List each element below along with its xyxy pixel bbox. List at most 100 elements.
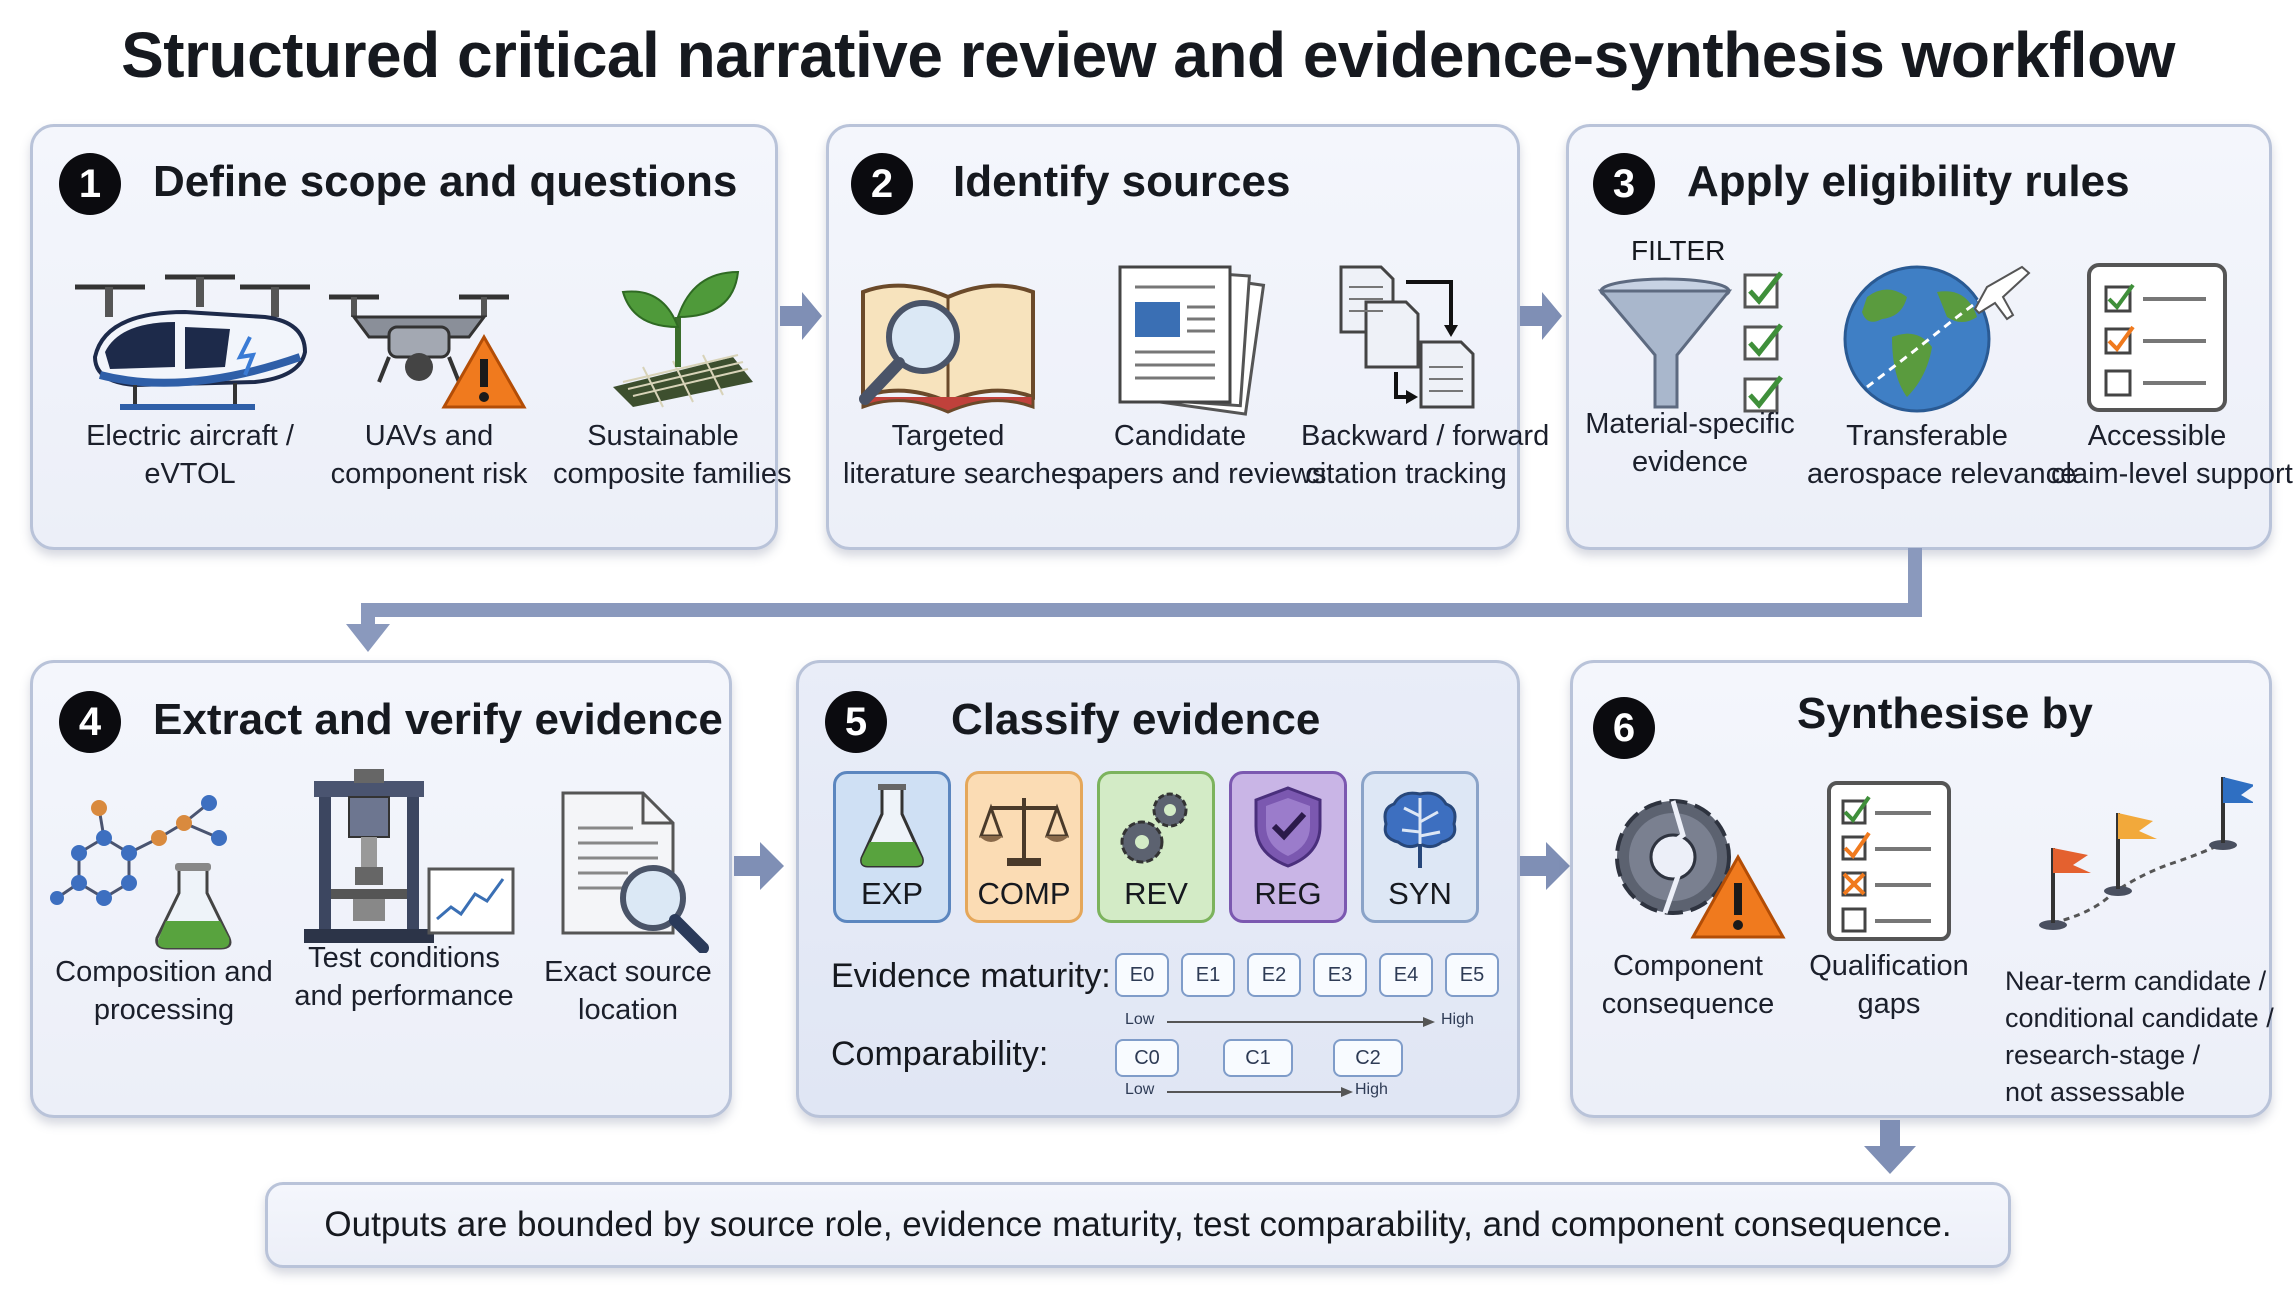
category-label: REV xyxy=(1124,876,1188,911)
arrow-right-4-to-5 xyxy=(734,842,784,890)
caption-line: citation tracking xyxy=(1305,458,1507,490)
item-caption: UAVs and component risk xyxy=(319,417,539,493)
step-1-number: 1 xyxy=(59,153,121,215)
citation-tracking-icon xyxy=(1339,265,1475,409)
caption-line: composite families xyxy=(553,458,792,490)
item-literature-search: Targeted literature searches xyxy=(843,257,1082,493)
comparability-low-label: Low xyxy=(1125,1081,1155,1098)
category-rev: REV xyxy=(1097,771,1215,923)
category-label: COMP xyxy=(977,876,1071,911)
plant-composite-icon xyxy=(613,270,753,408)
step-2-number: 2 xyxy=(851,153,913,215)
maturity-high-label: High xyxy=(1441,1011,1474,1028)
step-5-panel: 5 Classify evidence EXP COMP REV xyxy=(796,660,1520,1118)
step-2-title: Identify sources xyxy=(953,157,1291,206)
category-label: REG xyxy=(1254,876,1322,911)
maturity-chip-e5: E5 xyxy=(1445,953,1499,997)
caption-line: Backward / forward xyxy=(1301,420,1550,452)
category-reg: REG xyxy=(1229,771,1347,923)
item-caption: Backward / forward citation tracking xyxy=(1301,417,1549,493)
funnel-filter-icon xyxy=(1597,271,1783,413)
candidate-line: research-stage / xyxy=(2005,1040,2201,1070)
qualification-checklist-icon xyxy=(1827,781,1951,941)
caption-line: Test conditions xyxy=(308,942,500,974)
step-4-number: 4 xyxy=(59,691,121,753)
item-citation-tracking: Backward / forward citation tracking xyxy=(1301,257,1549,493)
item-composites: Sustainable composite families xyxy=(553,257,792,493)
comparability-chip-c2: C2 xyxy=(1333,1039,1403,1077)
maturity-chip-e3: E3 xyxy=(1313,953,1367,997)
arrow-right-2-to-3 xyxy=(1520,292,1562,340)
caption-line: Composition and xyxy=(55,956,273,988)
step-3-number: 3 xyxy=(1593,153,1655,215)
caption-line: aerospace relevance xyxy=(1807,458,2077,490)
category-exp: EXP xyxy=(833,771,951,923)
category-label: SYN xyxy=(1388,876,1452,911)
caption-line: Qualification xyxy=(1809,950,1969,982)
item-electric-aircraft: Electric aircraft /eVTOL xyxy=(65,257,315,493)
testing-machine-icon xyxy=(304,769,515,943)
item-caption: Composition and processing xyxy=(49,953,279,1029)
caption-line: Electric aircraft / xyxy=(86,420,294,452)
caption-line: Targeted xyxy=(891,420,1005,452)
item-caption: Component consequence xyxy=(1583,947,1793,1023)
scales-icon xyxy=(979,798,1069,866)
step-5-title: Classify evidence xyxy=(951,695,1321,744)
caption-line: UAVs and xyxy=(364,420,494,452)
step-4-panel: 4 Extract and verify evidence Compositio… xyxy=(30,660,732,1118)
book-magnifier-icon xyxy=(859,283,1035,414)
item-candidate-papers: Candidate papers and reviews xyxy=(1075,257,1326,493)
item-caption: Transferable aerospace relevance xyxy=(1807,417,2076,493)
arrow-right-5-to-6 xyxy=(1520,842,1570,890)
connector-3-to-4-arrow xyxy=(346,548,1922,652)
item-caption: Targeted literature searches xyxy=(843,417,1082,493)
evtol-aircraft-icon xyxy=(75,274,310,410)
step-6-panel: 6 Synthesise by Component consequence xyxy=(1570,660,2274,1118)
item-caption: Sustainable composite families xyxy=(553,417,792,493)
maturity-scale-arrow xyxy=(1167,1017,1435,1027)
category-label: EXP xyxy=(860,876,924,911)
caption-line: Sustainable xyxy=(587,420,739,452)
candidate-line: Near-term candidate / xyxy=(2005,966,2267,996)
arrow-down-to-footer xyxy=(1864,1120,1916,1174)
category-comp: COMP xyxy=(965,771,1083,923)
footer-summary: Outputs are bounded by source role, evid… xyxy=(265,1182,2011,1268)
maturity-low-label: Low xyxy=(1125,1011,1155,1028)
step-6-title: Synthesise by xyxy=(1797,689,2093,738)
caption-line: gaps xyxy=(1857,988,1921,1020)
category-syn: SYN xyxy=(1361,771,1479,923)
step-5-number: 5 xyxy=(825,691,887,753)
maturity-chip-e4: E4 xyxy=(1379,953,1433,997)
step-4-title: Extract and verify evidence xyxy=(153,695,723,744)
item-composition: Composition and processing xyxy=(49,783,279,1029)
brain-tree-icon xyxy=(1383,791,1457,868)
caption-line: Exact source xyxy=(544,956,712,988)
caption-line: Transferable xyxy=(1846,420,2008,452)
caption-line: claim-level support xyxy=(2051,458,2293,490)
caption-line: literature searches xyxy=(843,458,1082,490)
item-aerospace-relevance: Transferable aerospace relevance xyxy=(1807,257,2076,493)
caption-line: Material-specific xyxy=(1585,408,1795,440)
step-6-number: 6 xyxy=(1593,697,1655,759)
filter-label: FILTER xyxy=(1631,235,1726,266)
caption-line: consequence xyxy=(1601,988,1775,1020)
step-1-title: Define scope and questions xyxy=(153,157,738,206)
flags-icon xyxy=(2039,777,2253,930)
step-3-panel: 3 Apply eligibility rules FILTER Materia… xyxy=(1566,124,2293,550)
maturity-label: Evidence maturity: xyxy=(831,957,1111,995)
item-caption: Qualification gaps xyxy=(1799,947,1979,1023)
molecule-flask-icon xyxy=(50,795,232,950)
candidate-categories-text: Near-term candidate / conditional candid… xyxy=(2005,963,2274,1111)
caption-line: papers and reviews xyxy=(1075,458,1327,490)
caption-line: Component xyxy=(1613,950,1763,982)
caption-line: Candidate xyxy=(1113,420,1247,452)
maturity-chip-e1: E1 xyxy=(1181,953,1235,997)
caption-line: processing xyxy=(93,994,235,1026)
caption-line: component risk xyxy=(330,458,528,490)
broken-gear-warning-icon xyxy=(1615,799,1786,939)
